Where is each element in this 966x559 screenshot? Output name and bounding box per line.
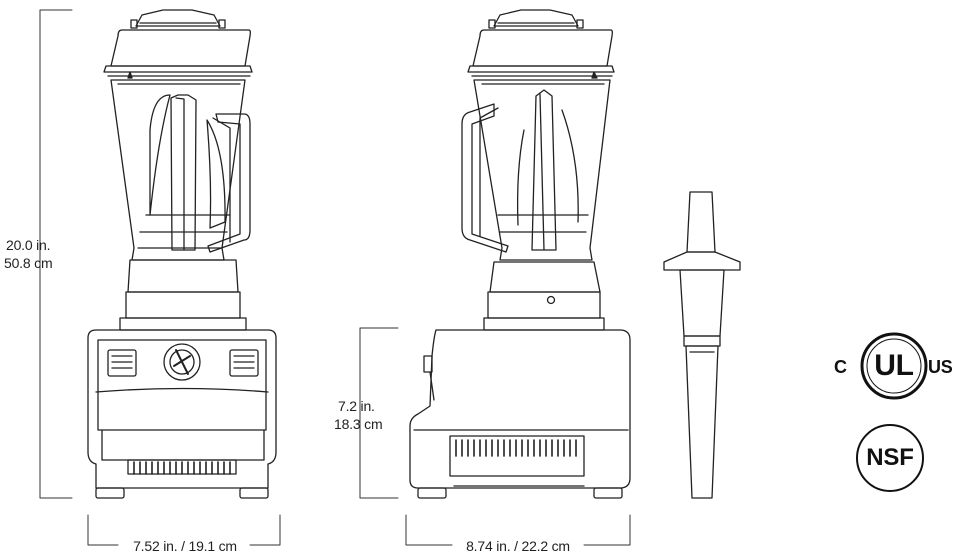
ul-mark-label: UL (874, 349, 914, 382)
ul-c-label: C (834, 357, 847, 377)
dimension-side-depth-line (405, 514, 631, 546)
blender-side-view-icon (409, 9, 631, 499)
base-height-cm-label: 18.3 cm (334, 416, 383, 432)
side-depth-label: 8.74 in. / 22.2 cm (466, 538, 570, 554)
blender-front-view-icon (87, 9, 277, 499)
base-height-inches-label: 7.2 in. (338, 398, 375, 414)
dimension-front-width-line (87, 514, 281, 546)
ul-certification-logo-icon (860, 332, 928, 400)
dimension-base-height-line (359, 327, 399, 499)
dimension-height-total-line (39, 9, 73, 499)
front-width-label: 7.52 in. / 19.1 cm (133, 538, 237, 554)
height-total-cm-label: 50.8 cm (4, 255, 53, 271)
height-total-inches-label: 20.0 in. (6, 237, 51, 253)
ul-us-label: US (928, 357, 953, 377)
nsf-label: NSF (866, 444, 914, 471)
tamper-tool-icon (663, 191, 741, 499)
nsf-certification-logo-icon (856, 424, 924, 492)
